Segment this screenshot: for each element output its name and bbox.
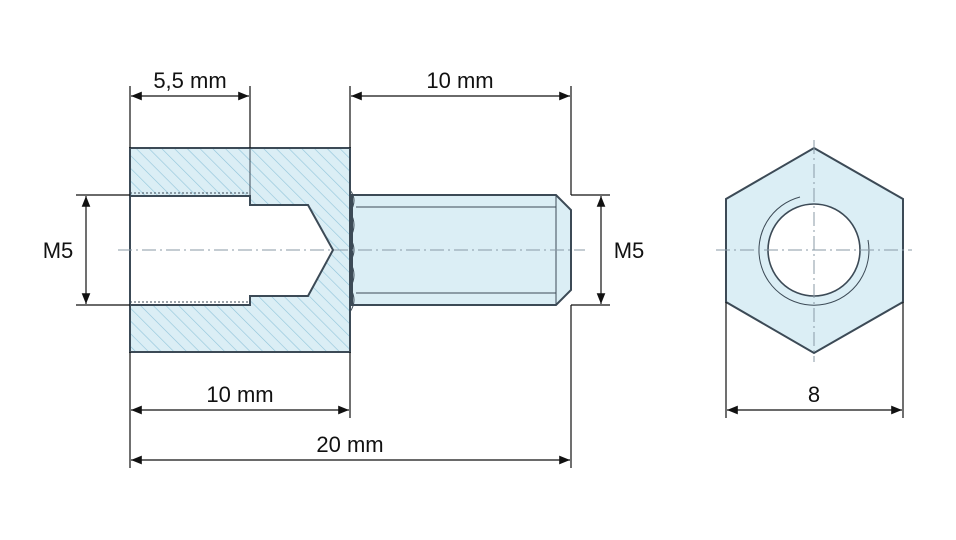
label-top-left: 5,5 mm bbox=[153, 68, 226, 93]
label-bottom-total: 20 mm bbox=[316, 432, 383, 457]
label-right-thread: M5 bbox=[614, 238, 645, 263]
label-top-right: 10 mm bbox=[426, 68, 493, 93]
side-view bbox=[118, 147, 585, 353]
hex-end-view: 8 bbox=[716, 140, 912, 418]
label-hex-width: 8 bbox=[808, 382, 820, 407]
hex-thread-arc bbox=[758, 196, 870, 306]
bore-outline bbox=[130, 195, 335, 306]
label-bottom-inner: 10 mm bbox=[206, 382, 273, 407]
label-left-thread: M5 bbox=[43, 238, 74, 263]
dimensions: 5,5 mm 10 mm M5 M5 10 mm 20 mm bbox=[43, 68, 645, 468]
body-section bbox=[130, 148, 350, 352]
